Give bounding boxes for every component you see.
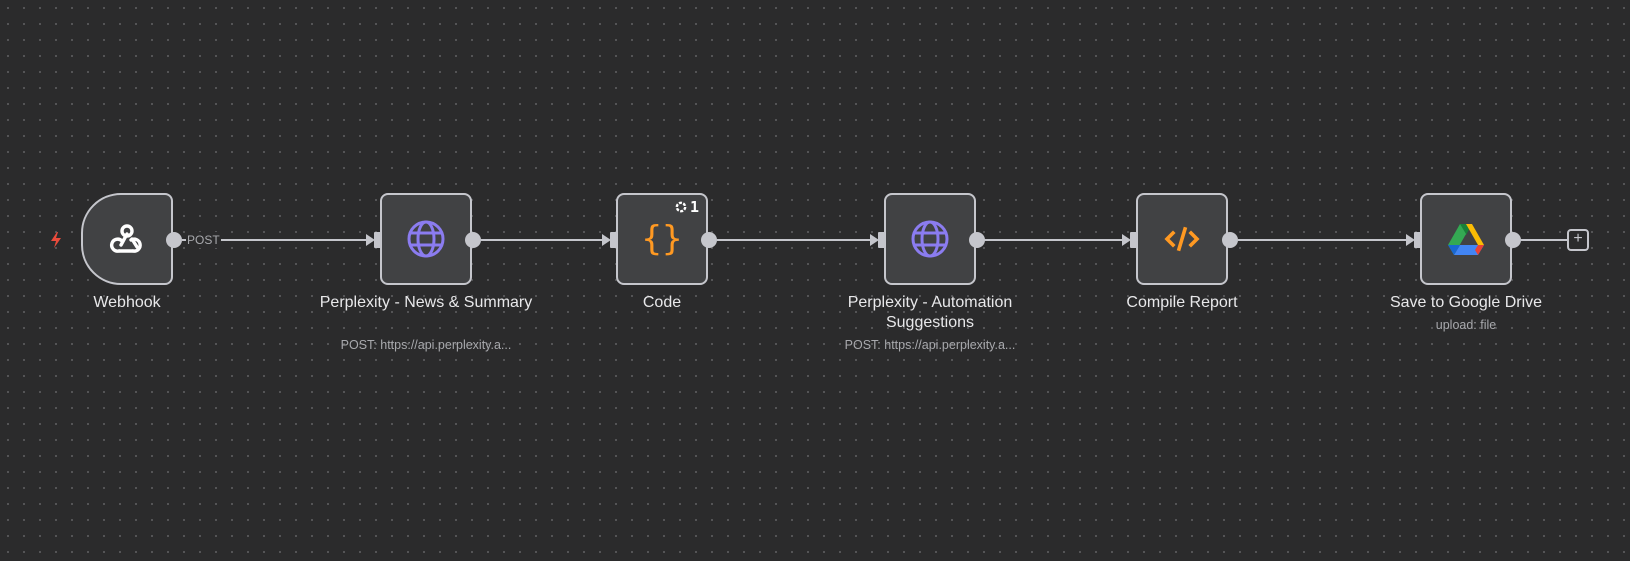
webhook-output-handle[interactable] [166,232,182,248]
google-drive-icon [1448,224,1484,255]
braces-icon: {} [642,219,683,259]
trigger-lightning-icon [51,232,61,248]
automation-input-handle[interactable] [878,232,886,248]
news-input-handle[interactable] [374,232,382,248]
node-label-compile-report: Compile Report [1126,294,1238,311]
globe-icon [407,220,445,258]
node-label-google-drive: Save to Google Drive [1389,294,1543,311]
node-label-code: Code [642,294,682,311]
code-input-handle[interactable] [610,232,618,248]
news-output-handle[interactable] [465,232,481,248]
node-code-pin-badge: 1 [675,198,699,216]
code-icon [1164,226,1200,252]
node-compile-report[interactable] [1136,193,1228,285]
svg-text:{}: {} [642,219,683,259]
node-sublabel-google-drive: upload: file [1435,318,1497,332]
node-code[interactable]: {} [616,193,708,285]
node-label-perplexity-automation: Perplexity - Automation Suggestions [847,294,1013,331]
node-perplexity-automation[interactable] [884,193,976,285]
drive-input-handle[interactable] [1414,232,1422,248]
node-sublabel-perplexity-news: POST: https://api.perplexity.a... [340,338,512,352]
compile-input-handle[interactable] [1130,232,1138,248]
drive-output-handle[interactable] [1505,232,1521,248]
automation-output-handle[interactable] [969,232,985,248]
code-output-handle[interactable] [701,232,717,248]
node-google-drive[interactable] [1420,193,1512,285]
run-count: 1 [690,198,700,216]
node-label-webhook: Webhook [93,294,161,311]
node-webhook[interactable] [81,193,173,285]
globe-icon [911,220,949,258]
node-perplexity-news[interactable] [380,193,472,285]
add-node-button[interactable]: + [1567,229,1589,251]
node-sublabel-perplexity-automation: POST: https://api.perplexity.a... [844,338,1016,352]
edge-label-post: POST [186,232,221,248]
node-label-perplexity-news: Perplexity - News & Summary [319,294,533,311]
run-count-icon [675,201,687,213]
webhook-icon [110,224,142,253]
compile-output-handle[interactable] [1222,232,1238,248]
